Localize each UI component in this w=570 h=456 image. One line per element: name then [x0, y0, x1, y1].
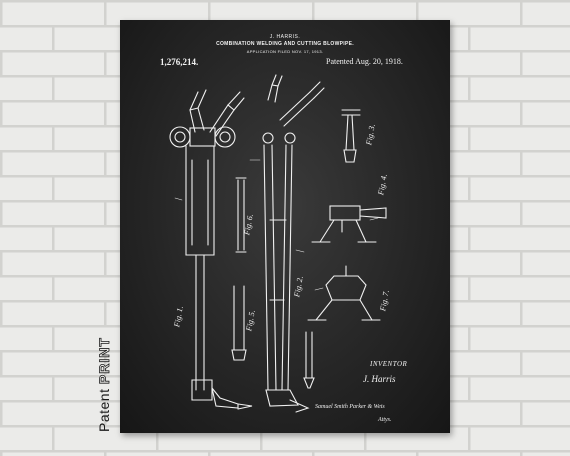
- figure-1-blowpipe: [169, 89, 253, 410]
- figure-4-mixer: [311, 205, 387, 243]
- figure-7-mixer: [307, 265, 381, 321]
- brand-word-print: PRINT: [96, 337, 113, 385]
- figure-3-part: [341, 109, 361, 163]
- inventor-signature: J. Harris: [363, 374, 396, 384]
- figure-5-part: [231, 177, 247, 361]
- patent-print-brand: Patent PRINT: [96, 292, 116, 432]
- inventor-label: INVENTOR: [370, 360, 408, 368]
- brand-word-patent: Patent: [96, 388, 112, 432]
- figure-6-nozzle: [303, 331, 315, 389]
- patent-number: 1,276,214.: [160, 57, 199, 67]
- figure-2-blowpipe: [262, 74, 325, 413]
- application-filed: APPLICATION FILED NOV. 17, 1913.: [246, 49, 324, 54]
- patent-print-poster: J. HARRIS. COMBINATION WELDING AND CUTTI…: [120, 20, 450, 433]
- attorney-signature: Samuel Smith Parker & Weis: [315, 404, 385, 410]
- inventor-name: J. HARRIS.: [269, 34, 301, 40]
- patented-date: Patented Aug. 20, 1918.: [326, 57, 403, 66]
- blowpipe-drawings: [169, 74, 387, 413]
- attorney-label: Attys.: [378, 417, 392, 423]
- patent-title: COMBINATION WELDING AND CUTTING BLOWPIPE…: [216, 41, 354, 47]
